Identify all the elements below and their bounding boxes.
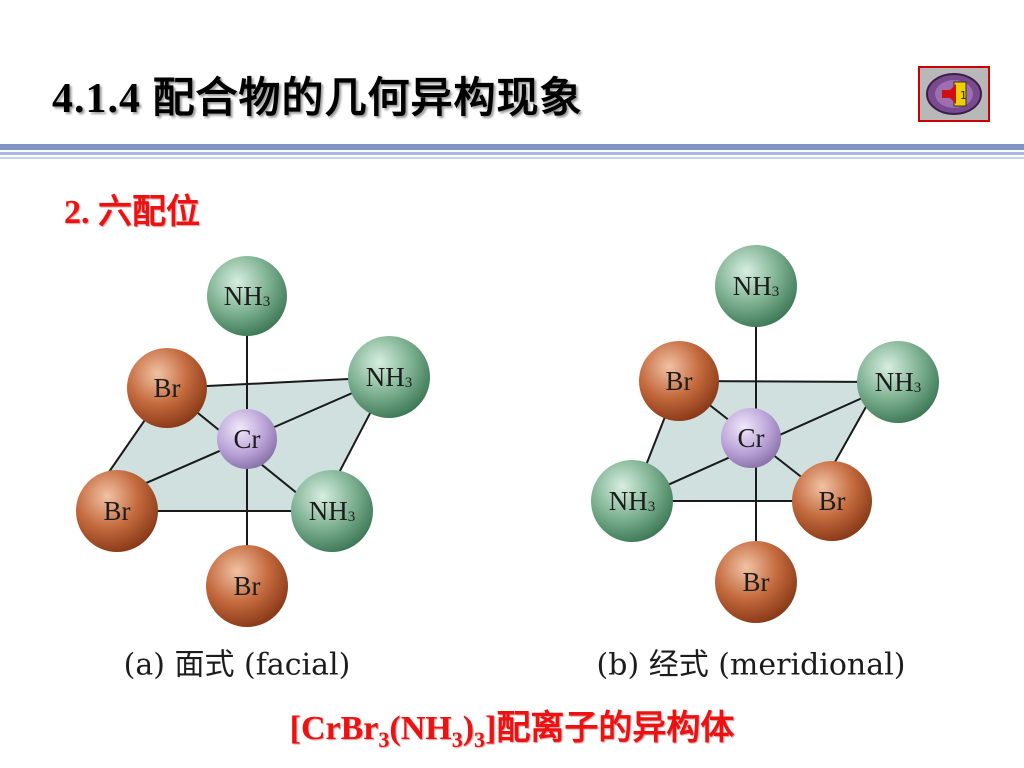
svg-text:Cr: Cr: [738, 423, 765, 453]
ammine-ligand-top: NH3: [715, 245, 797, 327]
svg-text:Br: Br: [743, 567, 770, 597]
chromium-center: Cr: [217, 409, 277, 469]
ammine-ligand-lower-left: NH3: [591, 460, 673, 542]
title-divider: [0, 144, 1024, 150]
bromide-ligand-lower-right: Br: [792, 461, 872, 541]
section-heading: 2. 六配位: [64, 194, 200, 231]
svg-text:NH3: NH3: [609, 486, 656, 516]
svg-text:Cr: Cr: [234, 424, 261, 454]
ammine-ligand-upper-right: NH3: [857, 341, 939, 423]
title-divider-secondary: [0, 152, 1024, 155]
bromide-ligand-lower-left: Br: [76, 470, 158, 552]
svg-text:Br: Br: [234, 571, 261, 601]
svg-text:NH3: NH3: [366, 362, 413, 392]
svg-text:Br: Br: [154, 373, 181, 403]
facial-caption: (a) 面式 (facial): [124, 648, 351, 683]
audio-nav-button[interactable]: 1: [918, 66, 990, 122]
bromide-ligand-upper-left: Br: [127, 348, 207, 428]
svg-text:Br: Br: [104, 496, 131, 526]
bromide-ligand-bottom: Br: [206, 545, 288, 627]
svg-text:NH3: NH3: [733, 271, 780, 301]
slide-title: 4.1.4 配合物的几何异构现象: [52, 76, 583, 122]
svg-text:1: 1: [960, 89, 967, 102]
svg-text:NH3: NH3: [875, 367, 922, 397]
svg-text:Br: Br: [819, 486, 846, 516]
title-divider-tertiary: [0, 157, 1024, 159]
chromium-center: Cr: [721, 408, 781, 468]
meridional-isomer-diagram: NH3 Br NH3 Cr NH3 Br Br (b) 经式 (meridion…: [560, 240, 960, 690]
svg-text:NH3: NH3: [309, 496, 356, 526]
svg-text:NH3: NH3: [224, 281, 271, 311]
svg-text:Br: Br: [666, 366, 693, 396]
meridional-caption: (b) 经式 (meridional): [597, 648, 906, 683]
ammine-ligand-lower-right: NH3: [291, 470, 373, 552]
bromide-ligand-upper-left: Br: [639, 341, 719, 421]
speaker-nav-icon: 1: [926, 73, 982, 115]
formula-caption: [CrBr3(NH3)3]配离子的异构体: [289, 710, 735, 752]
ammine-ligand-top: NH3: [207, 256, 287, 336]
bromide-ligand-bottom: Br: [715, 541, 797, 623]
ammine-ligand-upper-right: NH3: [348, 336, 430, 418]
facial-isomer-diagram: NH3 Br NH3 Cr Br NH3 Br (a) 面式 (facial): [56, 240, 456, 690]
